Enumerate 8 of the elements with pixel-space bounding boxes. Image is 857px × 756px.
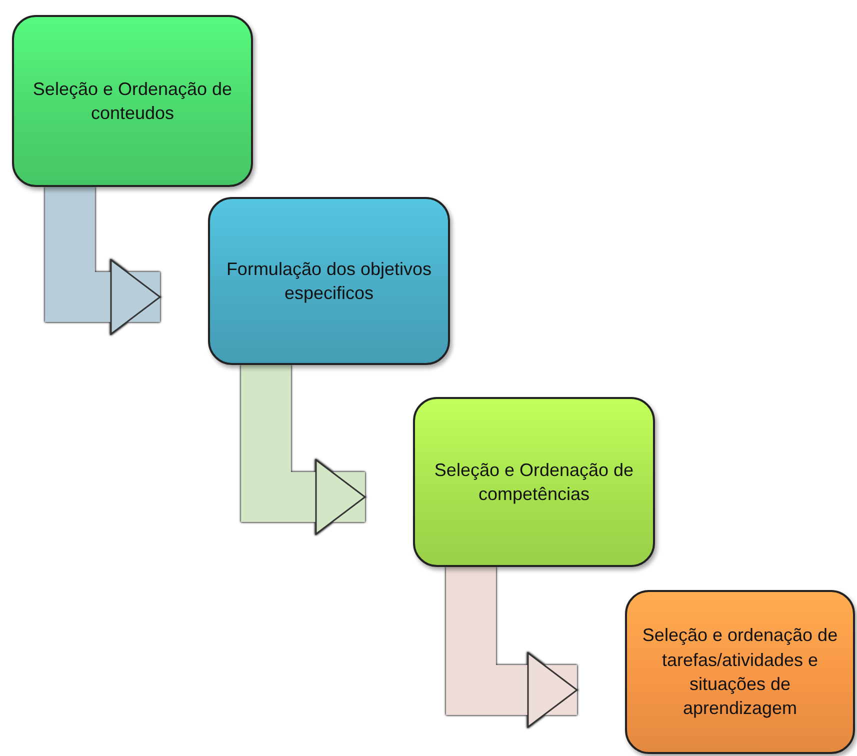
box-label: Seleção e ordenação de tarefas/atividades e situações de aprendizagem [641, 624, 839, 720]
box-label: Formulação dos objetivos especificos [225, 258, 433, 305]
process-box [413, 397, 655, 567]
box-label: Seleção e Ordenação de conteudos [32, 78, 234, 125]
process-box [208, 197, 450, 365]
box-label: Seleção e Ordenação de competências [433, 458, 635, 506]
process-box [625, 590, 855, 754]
process-box [12, 15, 253, 187]
